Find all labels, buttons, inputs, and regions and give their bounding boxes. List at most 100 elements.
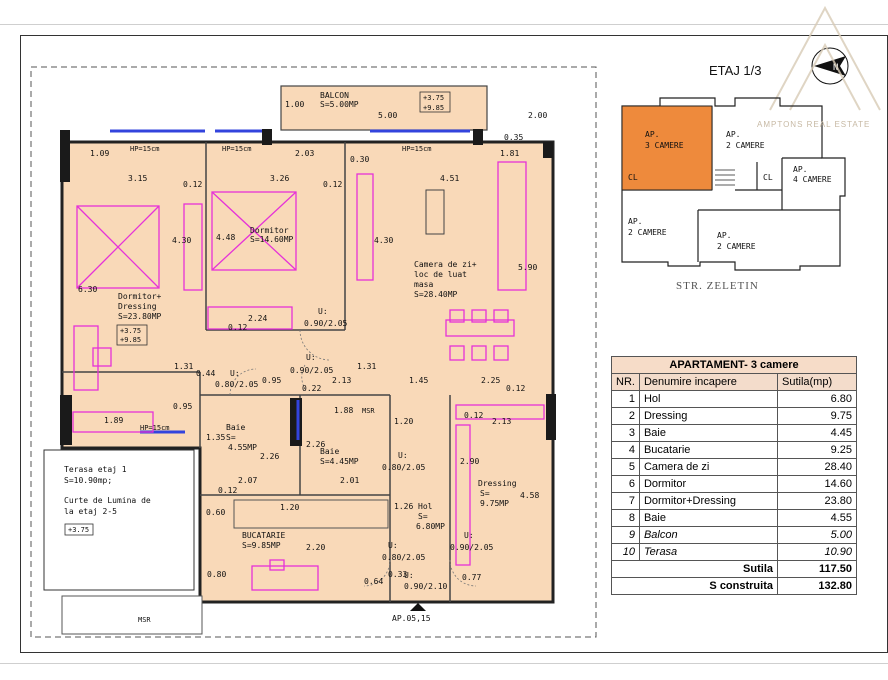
dim-030: 0.30 bbox=[350, 155, 369, 164]
dim-012b: 0.12 bbox=[323, 180, 342, 189]
dim-060: 0.60 bbox=[206, 508, 225, 517]
hp-4: HP=15cm bbox=[140, 424, 170, 432]
terrace-bath bbox=[61, 595, 203, 635]
dim-109: 1.09 bbox=[90, 149, 109, 158]
dim-033: 0.33 bbox=[388, 570, 407, 579]
hol-area-2: 6.80MP bbox=[416, 522, 445, 531]
dim-430a: 4.30 bbox=[172, 236, 191, 245]
dim-213b: 2.13 bbox=[492, 417, 511, 426]
dim-035: 0.35 bbox=[504, 133, 523, 142]
dim-315: 3.15 bbox=[128, 174, 147, 183]
level-balcony-a: +3.75 bbox=[423, 94, 444, 102]
master-level-box bbox=[116, 324, 148, 346]
dim-131b: 1.31 bbox=[357, 362, 376, 371]
u-label-4: U: bbox=[398, 451, 408, 460]
dim-012f: 0.12 bbox=[218, 486, 237, 495]
dim-012d: 0.12 bbox=[506, 384, 525, 393]
dim-189: 1.89 bbox=[104, 416, 123, 425]
u-value-6: 0.90/2.05 bbox=[450, 543, 494, 552]
u-label-6: U: bbox=[464, 531, 474, 540]
dim-448: 4.48 bbox=[216, 233, 235, 242]
dim-064: 0.64 bbox=[364, 577, 383, 586]
dim-022: 0.22 bbox=[302, 384, 321, 393]
street-label: STR. ZELETIN bbox=[676, 280, 759, 292]
terrace-level: +3.75 bbox=[68, 526, 89, 534]
dim-224: 2.24 bbox=[248, 314, 267, 323]
balcony-name: BALCON bbox=[320, 91, 349, 100]
master-name-2: Dressing bbox=[118, 302, 157, 311]
dim-012a: 0.12 bbox=[183, 180, 202, 189]
col-header-area: Sutila(mp) bbox=[777, 373, 857, 391]
u-label-7: U: bbox=[404, 571, 414, 580]
dim-290: 2.90 bbox=[460, 457, 479, 466]
dim-225: 2.25 bbox=[481, 376, 500, 385]
hp-1: HP=15cm bbox=[130, 145, 160, 153]
terrace-area bbox=[43, 449, 195, 591]
balcony-level-box bbox=[419, 91, 451, 113]
dim-201: 2.01 bbox=[340, 476, 359, 485]
entrance-arrow bbox=[410, 603, 426, 611]
terrace-line-1: Terasa etaj 1 bbox=[64, 465, 127, 474]
dim-188: 1.88 bbox=[334, 406, 353, 415]
watermark-text: AMPTONS REAL ESTATE bbox=[757, 120, 871, 129]
bedroom-name: Dormitor bbox=[250, 226, 289, 235]
table-title: APARTAMENT- 3 camere bbox=[611, 356, 857, 374]
dim-080: 0.80 bbox=[207, 570, 226, 579]
u-value-5: 0.80/2.05 bbox=[382, 553, 426, 562]
u-value-4: 0.80/2.05 bbox=[382, 463, 426, 472]
balcony-floor bbox=[280, 85, 488, 131]
msr-2: MSR bbox=[138, 616, 151, 624]
dim-044: 0.44 bbox=[196, 369, 215, 378]
hp-3: HP=15cm bbox=[402, 145, 432, 153]
furniture bbox=[72, 161, 545, 591]
dim-012e: 0.12 bbox=[464, 411, 483, 420]
terrace-line-4: la etaj 2-5 bbox=[64, 507, 117, 516]
dim-120b: 1.20 bbox=[280, 503, 299, 512]
hol-name: Hol bbox=[418, 502, 433, 511]
top-rule bbox=[0, 24, 888, 25]
dim-430b: 4.30 bbox=[374, 236, 393, 245]
dim-207: 2.07 bbox=[238, 476, 257, 485]
bottom-rule bbox=[0, 663, 888, 664]
bath1-area-2: 4.55MP bbox=[228, 443, 257, 452]
u-value-2: 0.90/2.05 bbox=[290, 366, 334, 375]
dim-213a: 2.13 bbox=[332, 376, 351, 385]
dim-203: 2.03 bbox=[295, 149, 314, 158]
apartment-code: AP.05,15 bbox=[392, 614, 431, 623]
floor-label: ETAJ 1/3 bbox=[709, 63, 762, 78]
dim-135: 1.35 bbox=[206, 433, 225, 442]
terrace-level-box bbox=[64, 523, 94, 536]
terrace-line-3: Curte de Lumina de bbox=[64, 496, 151, 505]
dim-220: 2.20 bbox=[306, 543, 325, 552]
bath2-area: S=4.45MP bbox=[320, 457, 359, 466]
bedroom-area: S=14.60MP bbox=[250, 235, 294, 244]
u-label-3: U: bbox=[230, 369, 240, 378]
u-value-7: 0.90/2.10 bbox=[404, 582, 448, 591]
living-name-3: masa bbox=[414, 280, 433, 289]
level-master-b: +9.85 bbox=[120, 336, 141, 344]
u-value-1: 0.90/2.05 bbox=[304, 319, 348, 328]
bath2-name: Baie bbox=[320, 447, 339, 456]
dim-451: 4.51 bbox=[440, 174, 459, 183]
u-label-5: U: bbox=[388, 541, 398, 550]
dim-630: 6.30 bbox=[78, 285, 97, 294]
dim-226a: 2.26 bbox=[306, 440, 325, 449]
living-name-1: Camera de zi+ bbox=[414, 260, 477, 269]
hol-area-1: S= bbox=[418, 512, 428, 521]
dim-145: 1.45 bbox=[409, 376, 428, 385]
u-label-2: U: bbox=[306, 353, 316, 362]
kitchen-name: BUCATARIE bbox=[242, 531, 286, 540]
dim-095b: 0.95 bbox=[173, 402, 192, 411]
dim-126: 1.26 bbox=[394, 502, 413, 511]
dim-120a: 1.20 bbox=[394, 417, 413, 426]
table-living bbox=[425, 189, 445, 235]
dim-131a: 1.31 bbox=[174, 362, 193, 371]
area-table: APARTAMENT- 3 camere NR. Denumire incape… bbox=[611, 356, 857, 595]
bath1-name: Baie bbox=[226, 423, 245, 432]
dim-095a: 0.95 bbox=[262, 376, 281, 385]
